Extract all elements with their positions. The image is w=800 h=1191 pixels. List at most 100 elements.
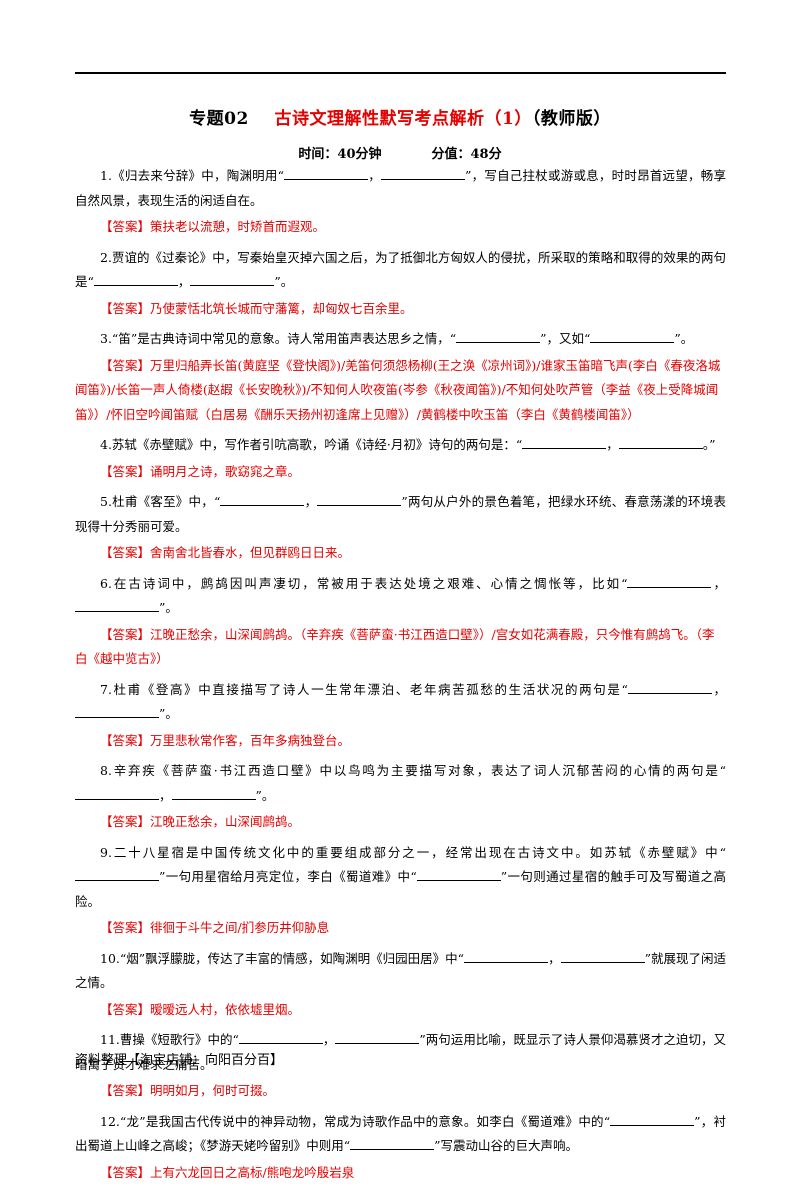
answer-text: 徘徊于斗牛之间/扪参历井仰胁息: [150, 920, 330, 935]
question-text: ”两句运用比喻，既显示了诗人景仰渴慕贤才之迫切，又暗寓了贤才难求之痛苦。: [75, 1032, 726, 1072]
question-text: ”一句则通过星宿的触手可及写蜀道之高险。: [75, 869, 726, 909]
answer-4: 【答案】诵明月之诗，歌窈窕之章。: [75, 460, 726, 485]
answer-12: 【答案】上有六龙回日之高标/熊咆龙吟殷岩泉: [75, 1161, 726, 1186]
question-text: 9.二十八星宿是中国传统文化中的重要组成部分之一，经常出现在古诗文中。如苏轼《赤…: [100, 844, 726, 860]
question-4: 4.苏轼《赤壁赋》中，写作者引吭高歌，吟诵《诗经·月初》诗句的两句是：“，。”: [75, 433, 726, 458]
question-10: 10.“烟”飘浮朦胧，传达了丰富的情感，如陶渊明《归园田居》中“，”就展现了闲适…: [75, 947, 726, 996]
question-6: 6.在古诗词中，鹧鸪因叫声凄切，常被用于表达处境之艰难、心情之惆怅等，比如“ ， ”…: [75, 572, 726, 621]
question-2: 2.贾谊的《过秦论》中，写秦始皇灭掉六国之后，为了抵御北方匈奴人的侵扰，所采取的…: [75, 246, 726, 295]
footer-note: 资料整理【淘宝店铺：向阳百分百】: [75, 1053, 284, 1068]
title-prefix: 专题02: [189, 109, 249, 129]
header-rule: [75, 72, 726, 74]
answer-tag: 【答案】: [100, 1164, 151, 1180]
question-text: 5.杜甫《客至》中，“: [100, 494, 221, 509]
answer-3: 【答案】万里归船弄长笛(黄庭坚《登快阁》)/羌笛何须怨杨柳(王之涣《凉州词》)/…: [75, 354, 726, 428]
answer-tag: 【答案】: [100, 219, 151, 234]
answer-text: 明明如月，何时可掇。: [150, 1083, 276, 1098]
question-text: ”写震动山谷的巨大声响。: [434, 1138, 579, 1153]
answer-blank: [560, 950, 645, 963]
question-7: 7.杜甫《登高》中直接描写了诗人一生常年漂泊、老年病苦孤愁的生活状况的两句是“，…: [75, 678, 726, 727]
answer-tag: 【答案】: [100, 357, 151, 373]
answer-blank: [416, 868, 501, 881]
answer-1: 【答案】策扶老以流憩，时矫首而遐观。: [75, 215, 726, 240]
question-text: 6.在古诗词中，鹧鸪因叫声凄切，常被用于表达处境之艰难、心情之惆怅等，比如“: [100, 575, 628, 591]
question-12: 12.“龙”是我国古代传说中的神异动物，常成为诗歌作品中的意象。如李白《蜀道难》…: [75, 1110, 726, 1159]
answer-tag: 【答案】: [100, 732, 151, 748]
question-text: ”。: [159, 600, 178, 615]
answer-blank: [190, 273, 275, 286]
answer-blank: [610, 1113, 695, 1126]
question-text: ”，写自己拄杖或游或息，时时昂首远望，畅享自然风景，表现生活的闲适自在。: [75, 168, 726, 208]
question-text: 12.“龙”是我国古代传说中的神异动物，常成为诗歌作品中的意象。如李白《蜀道难》…: [100, 1113, 611, 1129]
question-text: ，: [368, 168, 381, 183]
answer-text: 江晚正愁余，山深闻鹧鸪。: [150, 814, 301, 829]
question-8: 8.辛弃疾《菩萨蛮·书江西造口壁》中以鸟鸣为主要描写对象，表达了词人沉郁苦闷的心…: [75, 759, 726, 808]
answer-9: 【答案】徘徊于斗牛之间/扪参历井仰胁息: [75, 916, 726, 941]
answer-blank: [238, 1031, 323, 1044]
question-text: 。”: [702, 437, 716, 452]
question-text: ”。: [274, 274, 294, 289]
question-text: ，: [548, 950, 561, 966]
title-suffix: （教师版）: [531, 109, 611, 129]
answer-blank: [93, 273, 178, 286]
question-text: ，: [711, 575, 726, 591]
question-text: 4.苏轼《赤壁赋》中，写作者引吭高歌，吟诵《诗经·月初》诗句的两句是：“: [100, 437, 523, 452]
question-11: 11.曹操《短歌行》中的“，”两句运用比喻，既显示了诗人景仰渴慕贤才之迫切，又暗…: [75, 1028, 726, 1077]
page-title: 专题02 古诗文理解性默写考点解析（1）（教师版）: [0, 104, 800, 129]
answer-blank: [75, 599, 159, 612]
answer-5: 【答案】舍南舍北皆春水，但见群鸥日日来。: [75, 541, 726, 566]
title-main: 古诗文理解性默写考点解析（1）: [274, 109, 532, 129]
answer-tag: 【答案】: [100, 545, 151, 560]
question-text: 1.《归去来兮辞》中，陶渊明用“: [100, 168, 285, 183]
question-text: ”。: [674, 331, 694, 346]
answer-blank: [522, 436, 607, 449]
answer-text: 万里悲秋常作客，百年多病独登台。: [150, 732, 351, 748]
answer-blank: [284, 167, 369, 180]
answer-text: 舍南舍北皆春水，但见群鸥日日来。: [150, 545, 351, 560]
answer-text: 上有六龙回日之高标/熊咆龙吟殷岩泉: [150, 1164, 355, 1180]
question-text: ”。: [159, 706, 178, 721]
question-text: 8.辛弃疾《菩萨蛮·书江西造口壁》中以鸟鸣为主要描写对象，表达了词人沉郁苦闷的心…: [100, 763, 726, 778]
answer-text: 江晚正愁余，山深闻鹧鸪。（辛弃疾《菩萨蛮·书江西造口壁》）/宫女如花满春殿，只今…: [75, 626, 715, 667]
answer-11: 【答案】明明如月，何时可掇。: [75, 1079, 726, 1104]
answer-blank: [464, 950, 549, 963]
question-text: 2.贾谊的《过秦论》中，写秦始皇灭掉六国之后，为了抵御北方匈奴人的侵扰，所采取的…: [75, 249, 726, 290]
question-text: ，: [177, 274, 191, 289]
answer-text: 暧暧远人村，依依墟里烟。: [150, 1001, 301, 1017]
answer-blank: [75, 705, 159, 718]
question-3: 3.“笛”是古典诗词中常见的意象。诗人常用笛声表达思乡之情，“ ”，又如“ ”。: [75, 327, 726, 352]
answer-tag: 【答案】: [100, 1083, 151, 1098]
answer-tag: 【答案】: [100, 814, 151, 829]
question-text: ”就展现了闲适之情。: [75, 950, 726, 991]
exam-score: 分值：48分: [431, 147, 502, 162]
answer-7: 【答案】万里悲秋常作客，百年多病独登台。: [75, 729, 726, 754]
answer-tag: 【答案】: [100, 626, 151, 642]
answer-blank: [618, 436, 703, 449]
question-9: 9.二十八星宿是中国传统文化中的重要组成部分之一，经常出现在古诗文中。如苏轼《赤…: [75, 841, 726, 915]
question-5: 5.杜甫《客至》中，“，”两句从户外的景色着笔，把绿水环统、春意荡漾的环境表现得…: [75, 490, 726, 539]
answer-blank: [171, 787, 256, 800]
answer-8: 【答案】江晚正愁余，山深闻鹧鸪。: [75, 810, 726, 835]
answer-text: 诵明月之诗，歌窈窕之章。: [150, 463, 301, 479]
answer-blank: [335, 1031, 420, 1044]
answer-blank: [317, 493, 402, 506]
question-list: 1.《归去来兮辞》中，陶渊明用“，”，写自己拄杖或游或息，时时昂首远望，畅享自然…: [75, 164, 726, 1191]
answer-6: 【答案】江晚正愁余，山深闻鹧鸪。（辛弃疾《菩萨蛮·书江西造口壁》）/宫女如花满春…: [75, 623, 726, 672]
answer-tag: 【答案】: [100, 463, 151, 479]
answer-10: 【答案】暧暧远人村，依依墟里烟。: [75, 998, 726, 1023]
question-text: 3.“笛”是古典诗词中常见的意象。诗人常用笛声表达思乡之情，“: [100, 331, 457, 346]
answer-blank: [75, 868, 159, 881]
question-text: ，: [159, 787, 172, 803]
answer-text: 乃使蒙恬北筑长城而守藩篱，却匈奴七百余里。: [150, 300, 413, 316]
exam-time: 时间：40分钟: [298, 147, 382, 162]
answer-tag: 【答案】: [100, 920, 151, 935]
question-text: ”，又如“: [540, 331, 591, 346]
question-text: ，: [711, 681, 726, 697]
question-1: 1.《归去来兮辞》中，陶渊明用“ ，”，写自己拄杖或游或息，时时昂首远望，畅享自然…: [75, 164, 726, 213]
answer-blank: [627, 575, 712, 588]
question-text: ，: [304, 494, 318, 509]
exam-meta: 时间：40分钟 分值：48分: [0, 143, 800, 162]
question-text: 11.曹操《短歌行》中的“: [100, 1032, 239, 1047]
answer-blank: [75, 787, 159, 800]
answer-blank: [627, 681, 712, 694]
